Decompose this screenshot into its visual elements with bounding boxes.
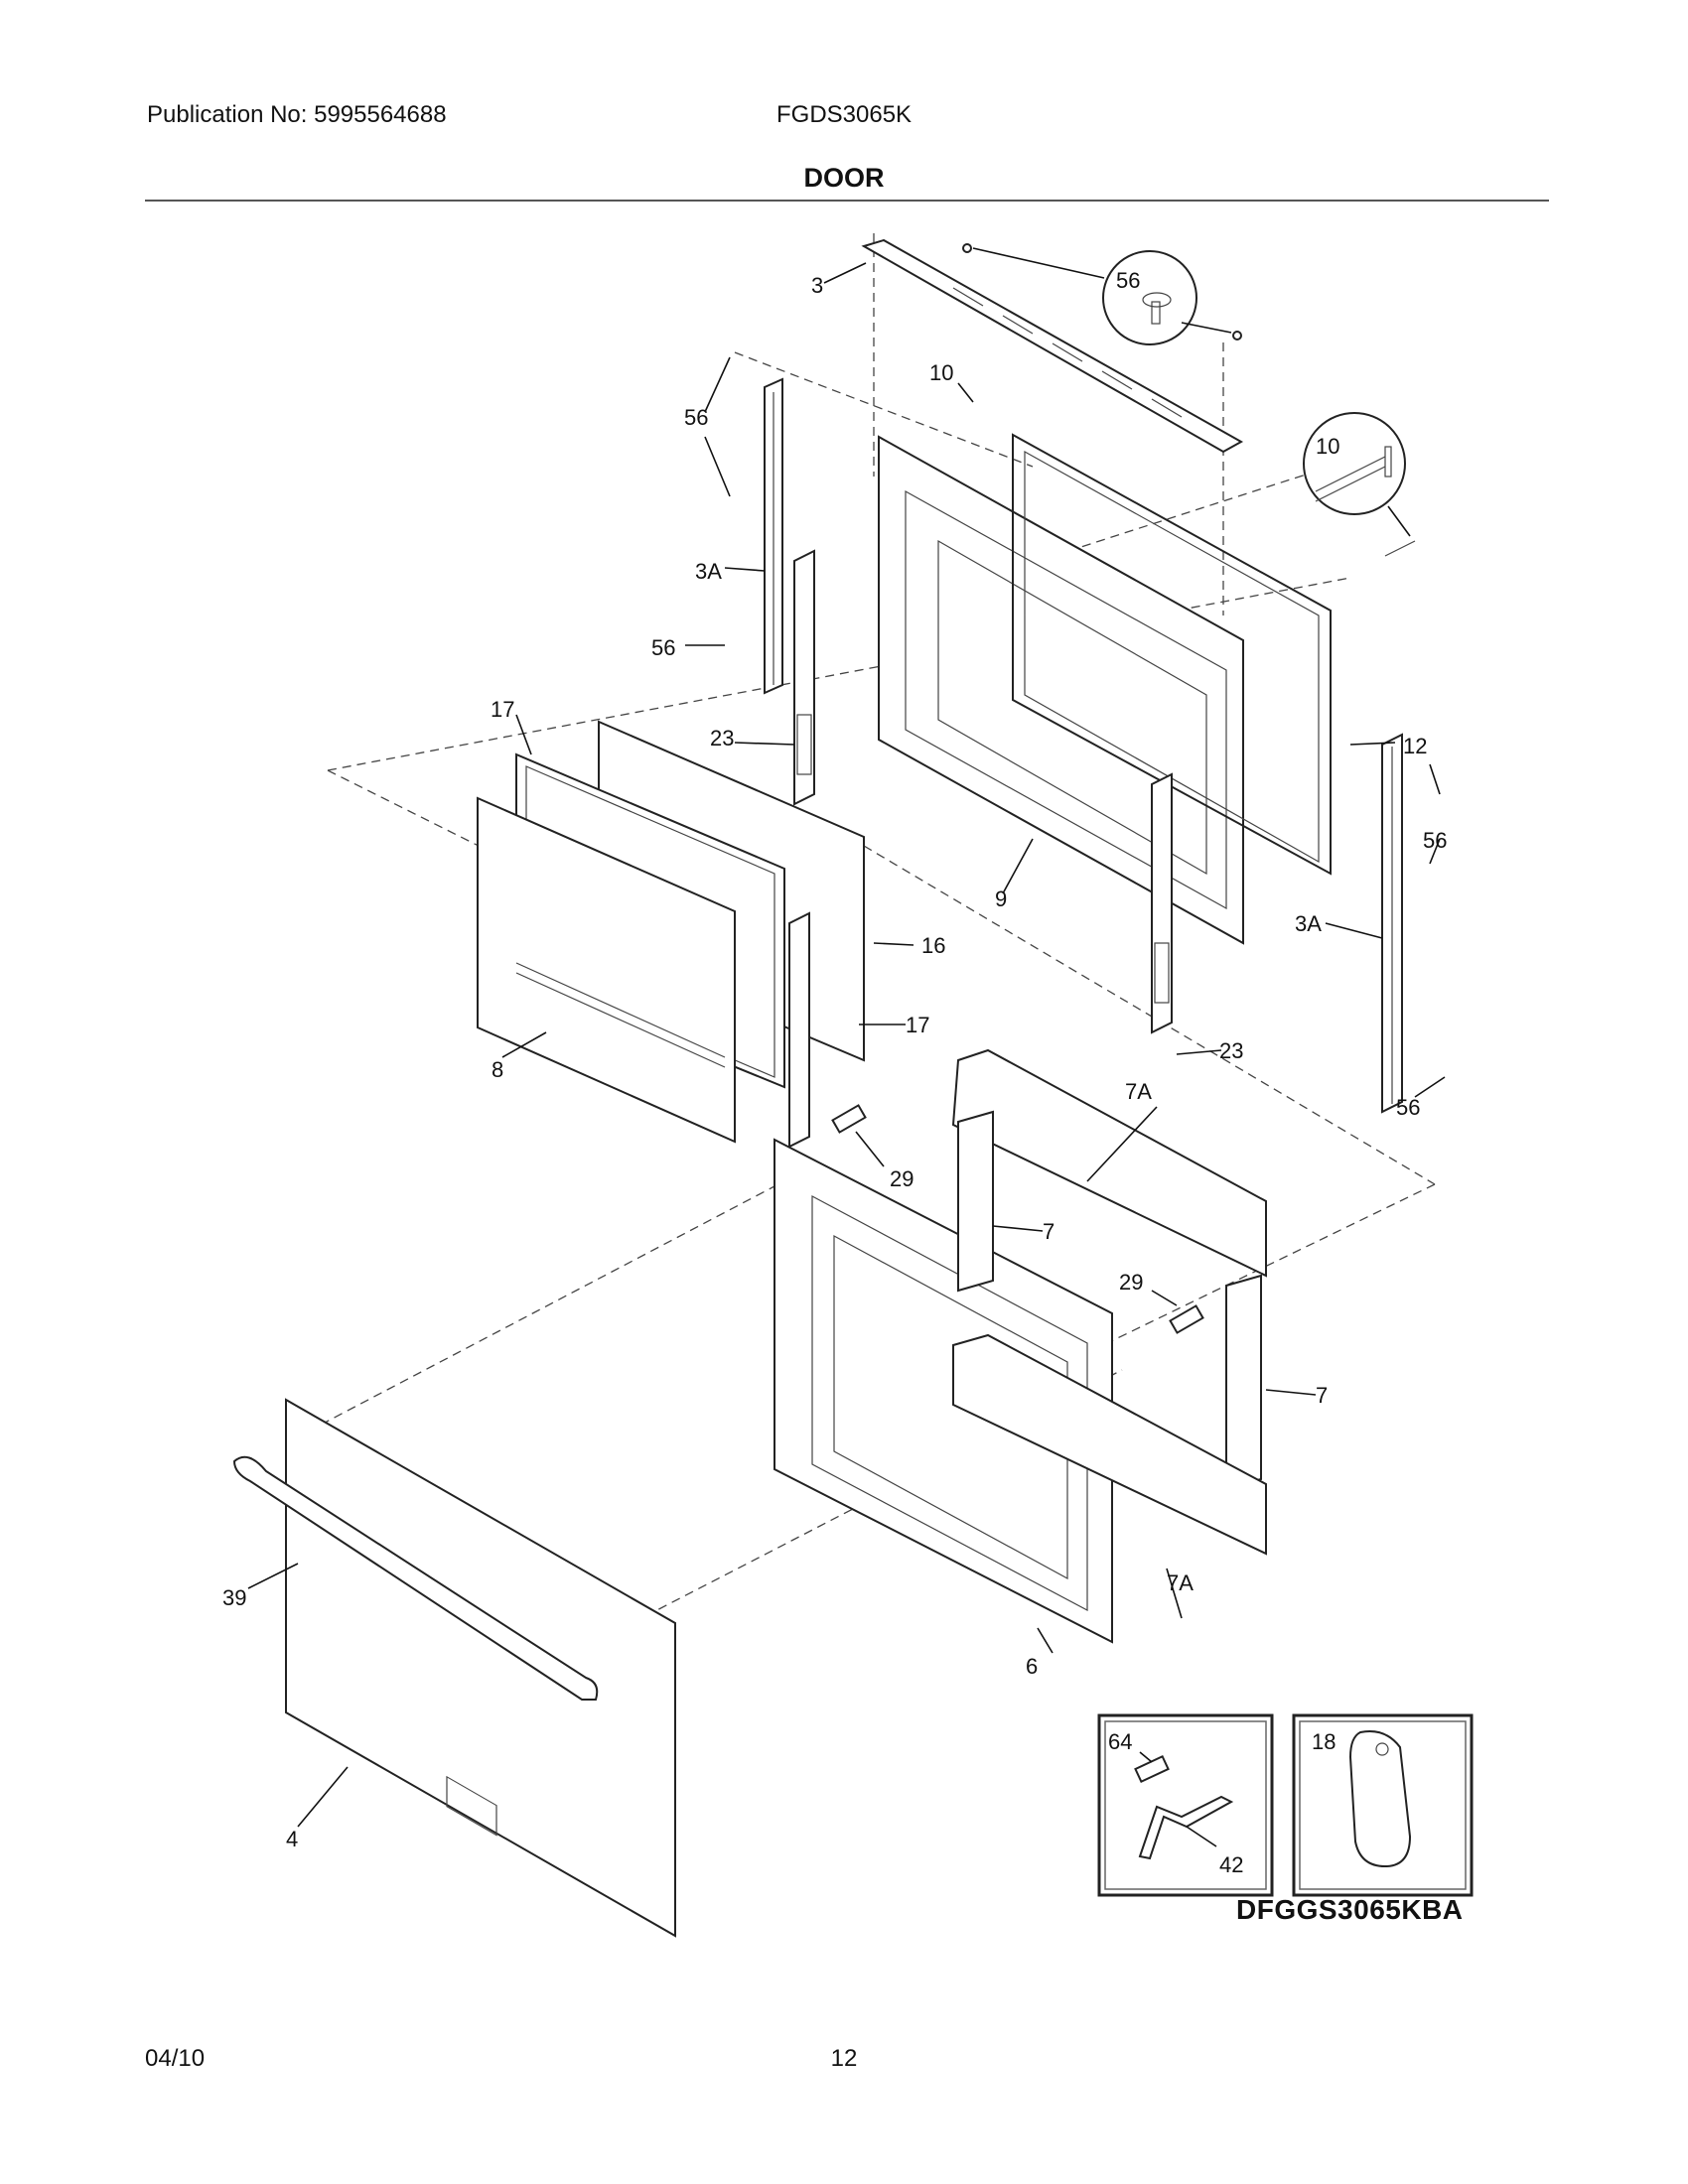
callout-16: 16 (921, 933, 945, 958)
header-rule (145, 200, 1549, 202)
callout-56-left-lower: 56 (651, 635, 675, 660)
bolt-10-detail (1303, 412, 1416, 557)
part-29-pin-right (1169, 1304, 1204, 1334)
callout-labels: 3 56 10 56 10 3A 56 12 17 23 56 9 3A 16 … (222, 268, 1447, 1877)
model-number: FGDS3065K (776, 101, 913, 128)
part-23-hinge-left (793, 549, 815, 806)
page-number: 12 (830, 2045, 858, 2072)
callout-18: 18 (1312, 1729, 1336, 1754)
callout-7-upper: 7 (1043, 1219, 1055, 1244)
part-7A-insulation-bottom (952, 1333, 1267, 1556)
section-title: DOOR (803, 163, 885, 193)
footer-date: 04/10 (145, 2045, 206, 2072)
callout-4: 4 (286, 1827, 298, 1851)
callout-23-right: 23 (1219, 1038, 1243, 1063)
part-29-pin-left (831, 1104, 867, 1134)
callout-42: 42 (1219, 1852, 1243, 1877)
part-39-door-handle (232, 1455, 599, 1701)
part-3-top-vent-trim (861, 238, 1244, 454)
callout-3A-right: 3A (1295, 911, 1322, 936)
part-8-outer-glass (477, 796, 736, 1144)
callout-10-detail: 10 (1316, 434, 1339, 459)
callout-56-left-upper: 56 (684, 405, 708, 430)
callout-56-right-lower: 56 (1396, 1095, 1420, 1120)
screw-56-detail (962, 243, 1242, 345)
callout-39: 39 (222, 1585, 246, 1610)
callout-56-right-upper: 56 (1423, 828, 1447, 853)
part-6-door-liner (774, 1138, 1113, 1644)
callout-56-top: 56 (1116, 268, 1140, 293)
inset-box-64-42 (1097, 1713, 1274, 1897)
part-7-insulation-right (1225, 1274, 1262, 1491)
publication-number: Publication No: 5995564688 (147, 101, 447, 128)
callout-7A-lower: 7A (1167, 1570, 1194, 1595)
callout-3: 3 (811, 273, 823, 298)
callout-12: 12 (1403, 734, 1427, 758)
part-7A-insulation-top (951, 1048, 1267, 1278)
callout-64: 64 (1108, 1729, 1132, 1754)
inset-box-18 (1292, 1713, 1474, 1897)
callout-8: 8 (492, 1057, 503, 1082)
part-23-hinge-right (1151, 772, 1173, 1034)
part-12-gasket (1012, 433, 1332, 876)
callout-10-top: 10 (929, 360, 953, 385)
callout-17-lower: 17 (906, 1013, 929, 1037)
diagram-code: DFGGS3065KBA (1236, 1894, 1464, 1925)
callout-17-upper: 17 (491, 697, 514, 722)
callout-29-right: 29 (1119, 1270, 1143, 1295)
part-3A-left-channel (764, 377, 783, 695)
callout-7-lower: 7 (1316, 1383, 1328, 1408)
part-4-outer-door-panel (285, 1398, 676, 1938)
part-7-insulation-left (957, 1110, 994, 1293)
callout-7A-upper: 7A (1125, 1079, 1152, 1104)
callout-29-left: 29 (890, 1166, 914, 1191)
leader-lines (247, 262, 1446, 1847)
callout-9: 9 (995, 887, 1007, 911)
part-3A-right-channel (1381, 733, 1403, 1114)
callout-23-left: 23 (710, 726, 734, 751)
callout-6: 6 (1026, 1654, 1038, 1679)
callout-3A-left: 3A (695, 559, 722, 584)
